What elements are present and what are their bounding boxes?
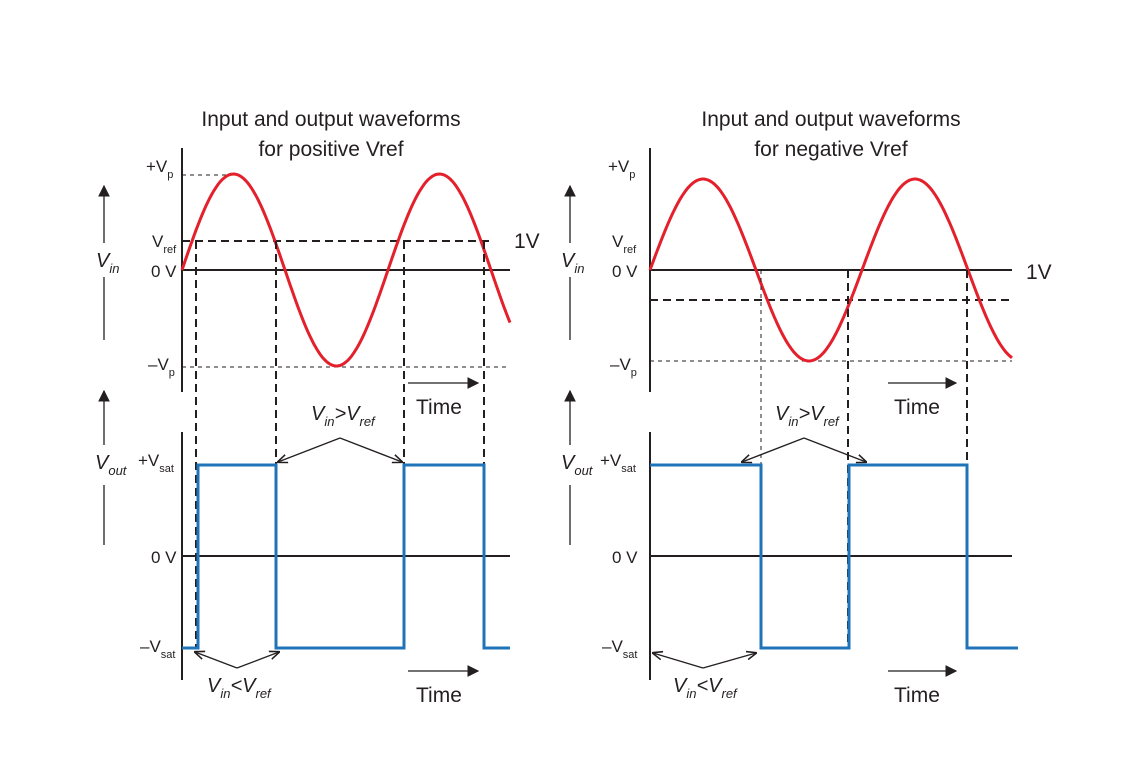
lt-arrow-left [653, 653, 704, 669]
zero-v-bottom-label: 0 V [612, 548, 638, 567]
panel-title-line2: for positive Vref [258, 138, 403, 161]
lt-arrow-right [702, 653, 756, 669]
plus-vsat-label: +Vsat [138, 451, 174, 475]
vin-label-bg [558, 243, 586, 277]
minus-vp-label: –Vp [610, 355, 637, 379]
output-square-wave [182, 463, 510, 650]
minus-vsat-label: –Vsat [140, 637, 175, 661]
input-sine-wave [180, 172, 512, 368]
minus-vp-label: –Vp [148, 355, 175, 379]
vin-gt-vref-label: Vin>Vref [775, 403, 840, 429]
gt-arrow-right [339, 437, 402, 462]
minus-vsat-label: –Vsat [602, 637, 637, 661]
panel-positive-vref: Input and output waveforms for positive … [92, 108, 540, 707]
input-sine-wave [648, 177, 1013, 363]
zero-v-bottom-label: 0 V [151, 548, 177, 567]
vout-label: Vout [561, 452, 594, 478]
panel-title-line1: Input and output waveforms [201, 108, 460, 131]
vout-label-bg [558, 445, 598, 485]
time-label-top: Time [416, 396, 462, 419]
vref-label: Vref [152, 232, 177, 256]
vin-label: Vin [561, 250, 584, 276]
zero-v-top-label: 0 V [612, 262, 638, 281]
gt-arrow-left [742, 437, 805, 462]
gt-arrow-right [803, 437, 866, 462]
panel-title-line1: Input and output waveforms [701, 108, 960, 131]
plus-vp-label: +Vp [608, 157, 635, 181]
vin-label: Vin [96, 250, 119, 276]
vin-label-bg [92, 243, 120, 277]
plus-vsat-label: +Vsat [600, 451, 636, 475]
vout-label: Vout [95, 452, 128, 478]
vref-label: Vref [612, 232, 637, 256]
gt-arrow-left [278, 437, 341, 462]
lt-arrow-right [236, 652, 279, 669]
zero-v-top-label: 0 V [151, 262, 177, 281]
time-label-bottom: Time [416, 684, 462, 707]
time-label-bottom: Time [894, 684, 940, 707]
ref-value-label: 1V [514, 230, 540, 253]
ref-value-label: 1V [1026, 261, 1052, 284]
panel-title-line2: for negative Vref [754, 138, 907, 161]
vin-gt-vref-label: Vin>Vref [311, 403, 376, 429]
time-label-top: Time [894, 396, 940, 419]
vin-lt-vref-label: Vin<Vref [207, 675, 272, 701]
vin-lt-vref-label: Vin<Vref [673, 675, 738, 701]
lt-arrow-left [195, 652, 238, 669]
plus-vp-label: +Vp [146, 157, 173, 181]
vout-label-bg [92, 445, 132, 485]
panel-negative-vref: Input and output waveforms for negative … [558, 108, 1052, 707]
output-square-wave [650, 463, 1018, 650]
